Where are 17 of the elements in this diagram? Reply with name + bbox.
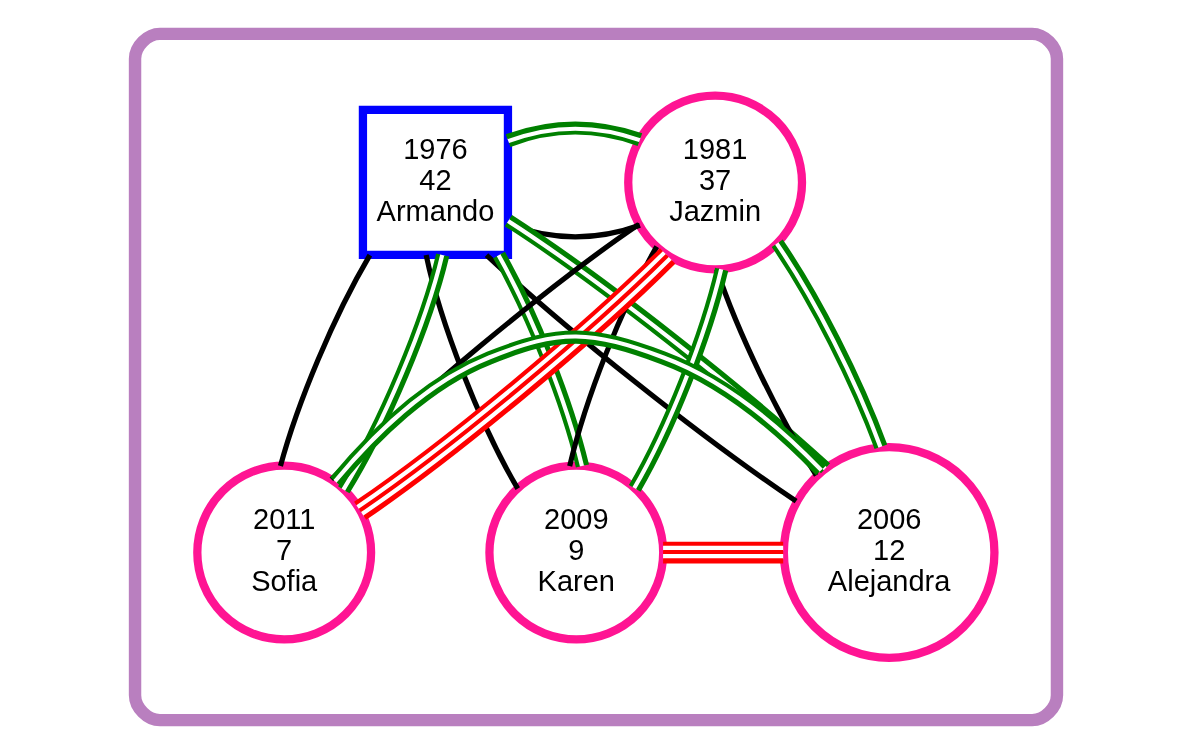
connector: [484, 252, 798, 503]
connector: [330, 330, 826, 486]
node-circle: 2006 12 Alejandra: [779, 442, 999, 662]
connector: [277, 253, 373, 467]
connector: [663, 541, 784, 563]
connector: [628, 267, 729, 492]
cluster: [128, 27, 1064, 726]
node-circle: 1981 37 Jazmin: [624, 90, 807, 273]
connector: [354, 247, 676, 520]
connector: [505, 120, 643, 147]
node-circle: 2011 7 Sofia: [193, 461, 376, 644]
connector: [423, 254, 520, 490]
connector: [338, 252, 450, 493]
node-box: 1976 42 Armando: [358, 105, 513, 259]
connector: [493, 251, 589, 468]
node-circle: 2009 9 Karen: [485, 461, 668, 644]
connector: [771, 239, 888, 449]
